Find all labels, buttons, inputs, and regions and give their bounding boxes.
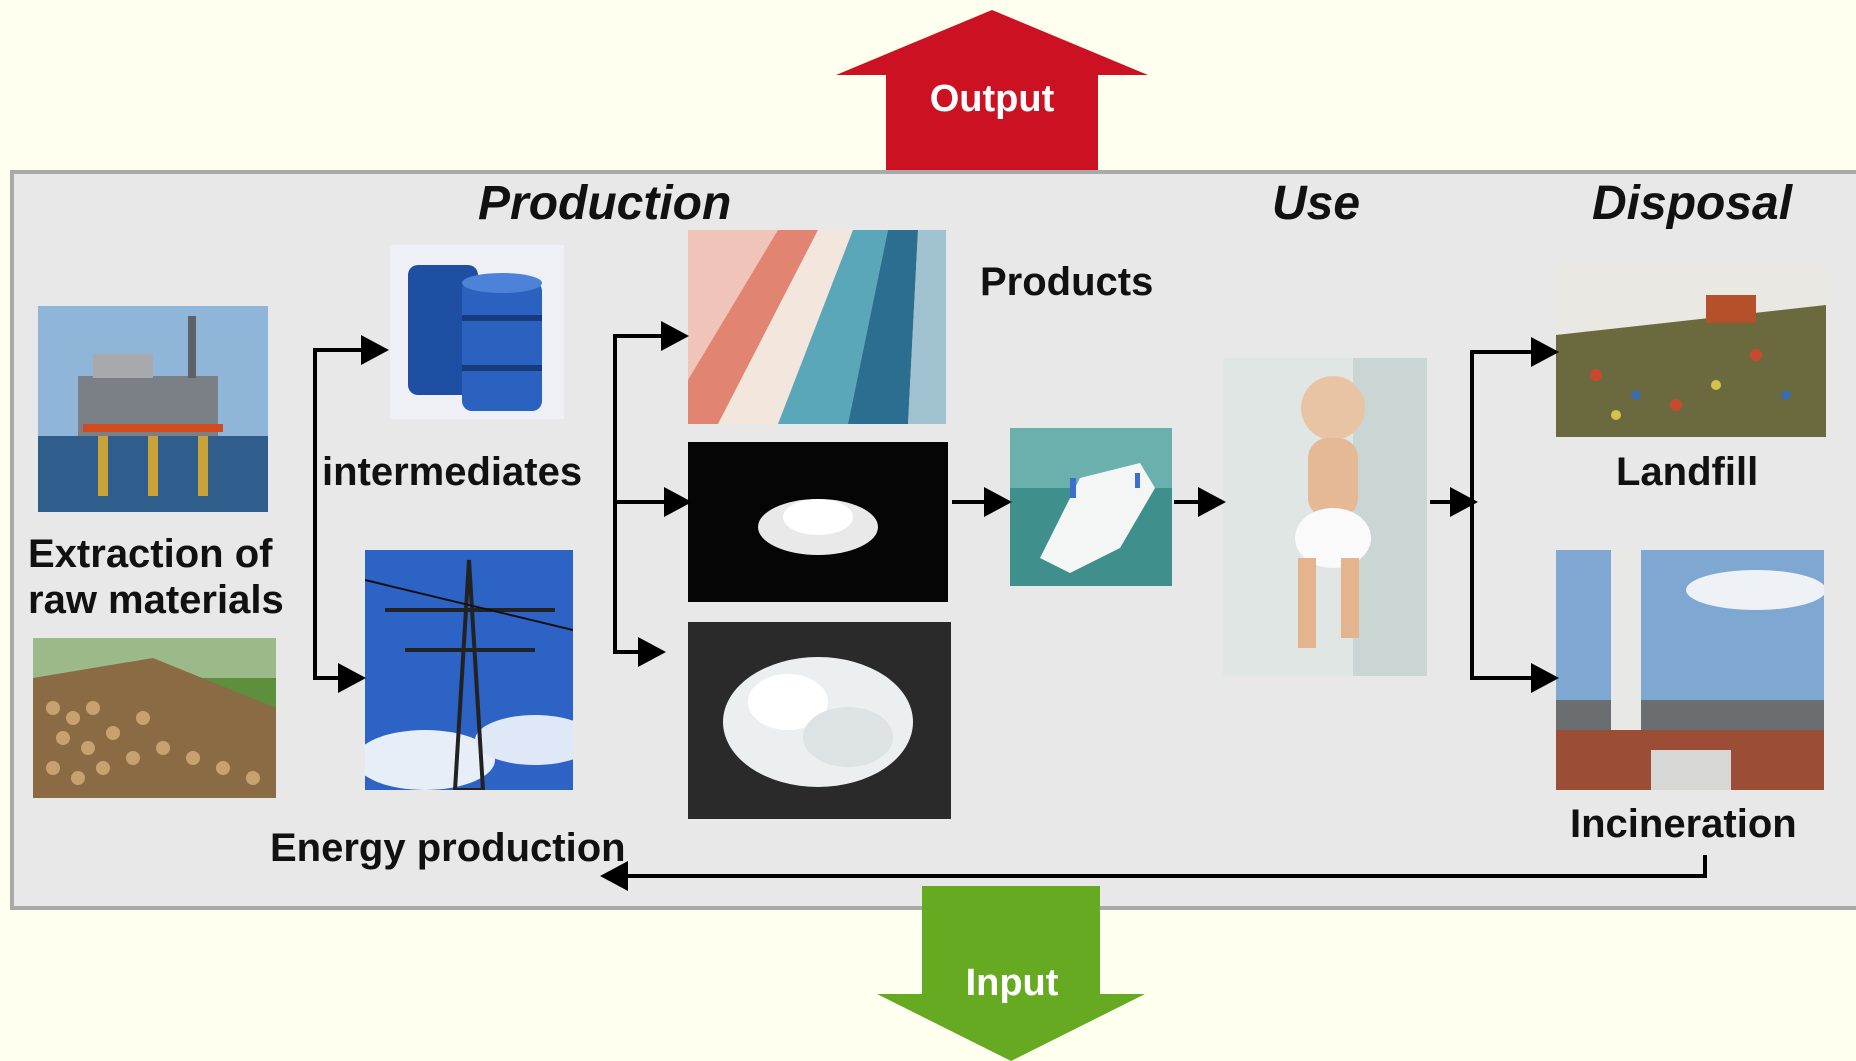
intermediates-label: intermediates bbox=[322, 450, 583, 494]
incineration-label: Incineration bbox=[1570, 802, 1797, 846]
nonwoven-fabric-image bbox=[688, 230, 946, 424]
stage-use: Use bbox=[1272, 177, 1361, 230]
output-arrow bbox=[836, 10, 1148, 185]
stage-production: Production bbox=[478, 177, 732, 230]
landfill-label: Landfill bbox=[1616, 450, 1759, 494]
diaper-image bbox=[1010, 428, 1172, 586]
cellulose-fluff-image bbox=[688, 622, 951, 819]
toddler-image bbox=[1223, 358, 1427, 676]
timber-logs-image bbox=[33, 638, 276, 798]
extraction-label-line1: Extraction of bbox=[28, 532, 273, 576]
energy-production-label: Energy production bbox=[270, 826, 626, 870]
output-label: Output bbox=[929, 78, 1055, 120]
power-pylon-image bbox=[365, 550, 573, 790]
incineration-plant-image bbox=[1556, 550, 1824, 790]
superabsorbent-powder-image bbox=[688, 442, 948, 602]
input-arrow bbox=[877, 886, 1145, 1061]
products-label: Products bbox=[980, 260, 1154, 304]
landfill-image bbox=[1556, 265, 1826, 437]
extraction-label-line2: raw materials bbox=[28, 578, 284, 622]
chemical-drums-image bbox=[390, 245, 564, 419]
stage-disposal: Disposal bbox=[1592, 177, 1793, 230]
oil-platform-image bbox=[38, 306, 268, 512]
input-label: Input bbox=[965, 962, 1059, 1004]
